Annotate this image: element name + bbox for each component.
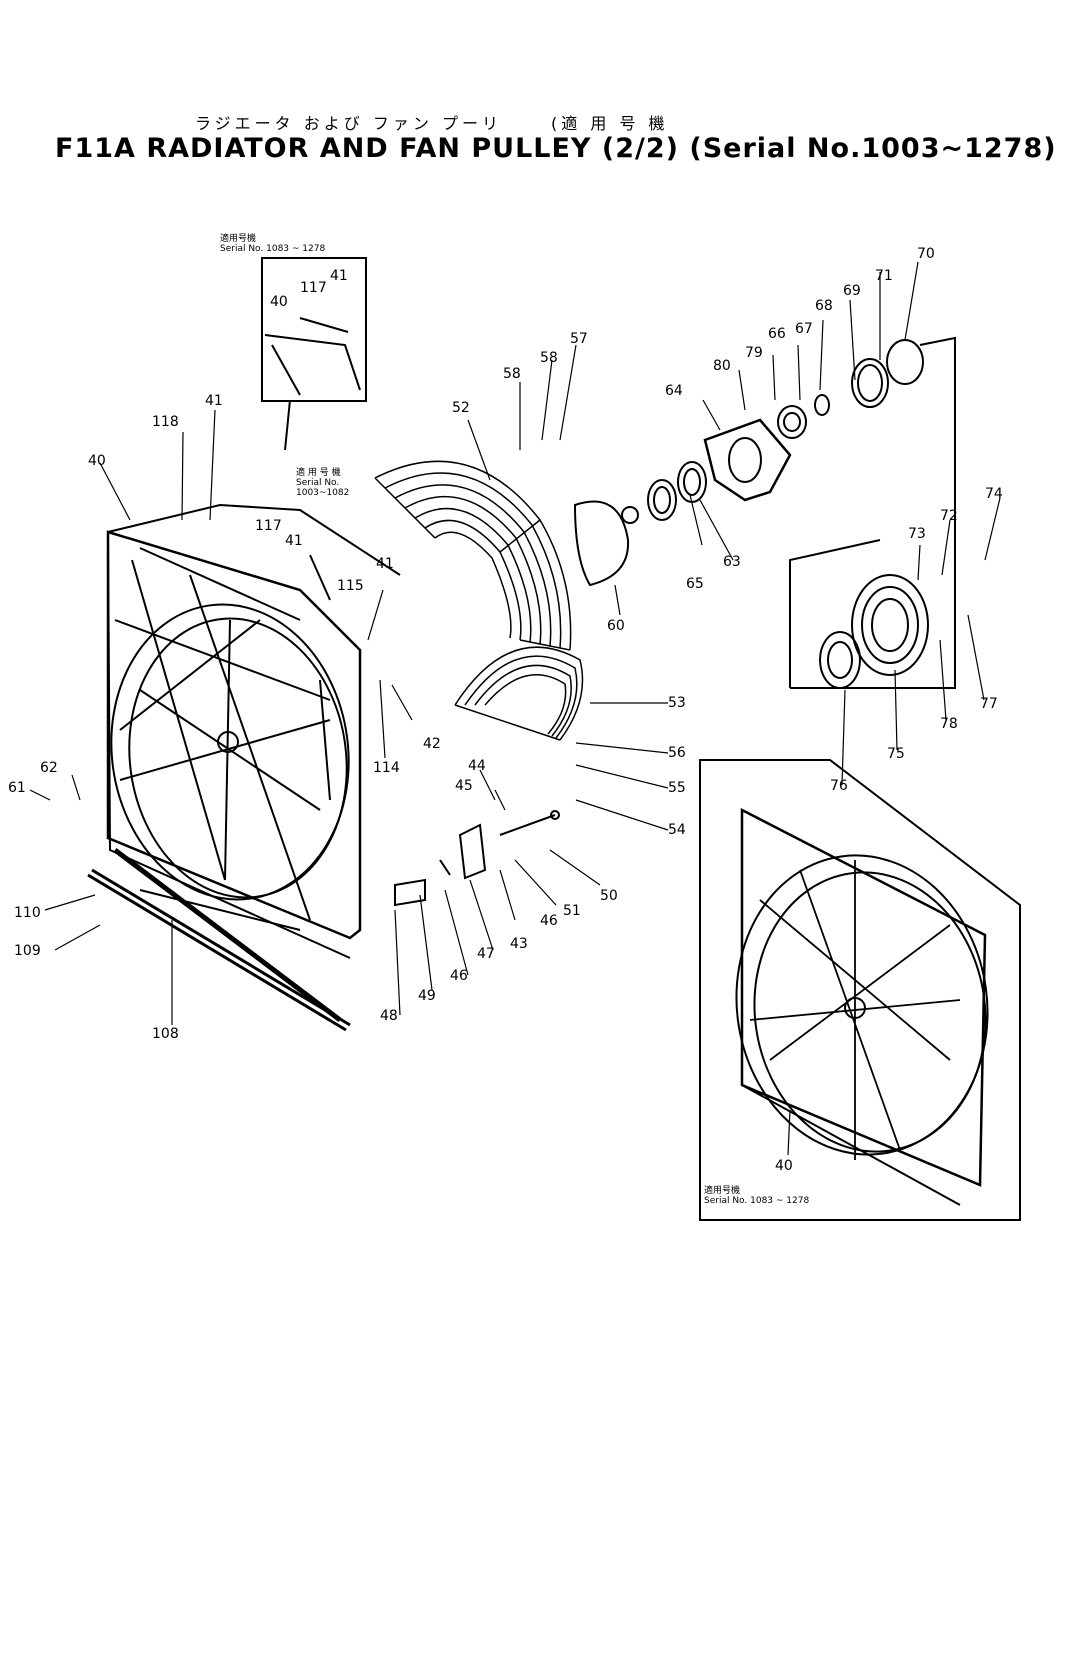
callout-c51: 62	[40, 760, 58, 776]
callout-c18: 80	[713, 358, 731, 374]
inset-mid-note-jp: 適 用 号 機	[296, 468, 341, 478]
callout-c40: 44	[468, 758, 486, 774]
callout-c41: 45	[455, 778, 473, 794]
japanese-serial-heading: (適 用 号 機	[551, 114, 669, 133]
callout-c28: 60	[607, 618, 625, 634]
callout-c53: 109	[14, 943, 41, 959]
radiator-frame	[106, 503, 401, 1022]
inset-top-note: 適用号機 Serial No. 1083 ~ 1278	[220, 234, 325, 254]
callout-c9: 115	[337, 578, 364, 594]
callout-c32: 77	[980, 696, 998, 712]
seal-strip-108	[87, 868, 351, 1032]
callout-c27: 63	[723, 554, 741, 570]
callout-c25: 70	[917, 246, 935, 262]
callout-c1: 40	[270, 294, 288, 310]
callout-c12: 114	[373, 760, 400, 776]
callout-c13: 52	[452, 400, 470, 416]
pulley-75	[819, 574, 929, 689]
callout-c5: 41	[205, 393, 223, 409]
callout-c35: 76	[830, 778, 848, 794]
callout-c43: 51	[563, 903, 581, 919]
callout-c31: 74	[985, 486, 1003, 502]
callout-c42: 50	[600, 888, 618, 904]
callout-labels: 40 117 41 118 41 40 117 41 115 41 42 114…	[8, 246, 1003, 1174]
inset-mid-note-serial-range: 1003~1082	[296, 488, 350, 498]
callout-c38: 55	[668, 780, 686, 796]
callout-c19: 79	[745, 345, 763, 361]
callout-c49: 48	[380, 1008, 398, 1024]
inset-top-note-serial: Serial No. 1083 ~ 1278	[220, 244, 326, 254]
callout-c4: 118	[152, 414, 179, 430]
callout-c44: 46	[540, 913, 558, 929]
callout-c26: 65	[686, 576, 704, 592]
callout-c52: 110	[14, 905, 41, 921]
callout-c29: 73	[908, 526, 926, 542]
inset-bottom-box	[699, 759, 1021, 1221]
callout-c20: 66	[768, 326, 786, 342]
callout-c47: 46	[450, 968, 468, 984]
callout-c33: 78	[940, 716, 958, 732]
inset-top-box	[261, 257, 367, 451]
callout-c8: 41	[285, 533, 303, 549]
callout-c17: 64	[665, 383, 683, 399]
callout-c45: 43	[510, 936, 528, 952]
callout-c16: 57	[570, 331, 588, 347]
callout-c46: 47	[477, 946, 495, 962]
callout-c39: 54	[668, 822, 686, 838]
inset-bottom-note: 適用号機 Serial No. 1083 ~ 1278	[704, 1186, 809, 1206]
callout-c55: 40	[775, 1158, 793, 1174]
callout-c14: 58	[503, 366, 521, 382]
callout-c21: 67	[795, 321, 813, 337]
inset-bottom-note-serial: Serial No. 1083 ~ 1278	[704, 1196, 810, 1206]
callout-c7: 117	[255, 518, 282, 534]
leader-lines	[29, 261, 1001, 1156]
japanese-title: ラジエータ および ファン プーリ (適 用 号 機	[195, 110, 915, 134]
callout-c54: 108	[152, 1026, 179, 1042]
diagram-title: F11A RADIATOR AND FAN PULLEY (2/2) (Seri…	[55, 133, 1057, 164]
callout-c10: 41	[376, 556, 394, 572]
callout-c6: 40	[88, 453, 106, 469]
callout-c15: 58	[540, 350, 558, 366]
callout-c11: 42	[423, 736, 441, 752]
fan-guard-upper	[374, 460, 572, 651]
callout-c3: 41	[330, 268, 348, 284]
fan-guard-lower	[454, 646, 584, 741]
callout-c24: 71	[875, 268, 893, 284]
callout-c30: 72	[940, 508, 958, 524]
japanese-title-text: ラジエータ および ファン プーリ	[195, 114, 502, 133]
inset-bottom-note-jp: 適用号機	[704, 1186, 741, 1196]
inset-top-note-jp: 適用号機	[220, 234, 257, 244]
callout-c36: 53	[668, 695, 686, 711]
inset-mid-note: 適 用 号 機 Serial No. 1003~1082	[296, 468, 349, 498]
fan-hub-60	[573, 500, 639, 587]
callout-c23: 69	[843, 283, 861, 299]
inset-mid-note-serial-label: Serial No.	[296, 478, 340, 488]
bearing-set	[647, 336, 956, 689]
callout-c34: 75	[887, 746, 905, 762]
callout-c22: 68	[815, 298, 833, 314]
callout-c48: 49	[418, 988, 436, 1004]
callout-c37: 56	[668, 745, 686, 761]
callout-c2: 117	[300, 280, 327, 296]
callout-c50: 61	[8, 780, 26, 796]
bracket-parts	[394, 810, 560, 907]
